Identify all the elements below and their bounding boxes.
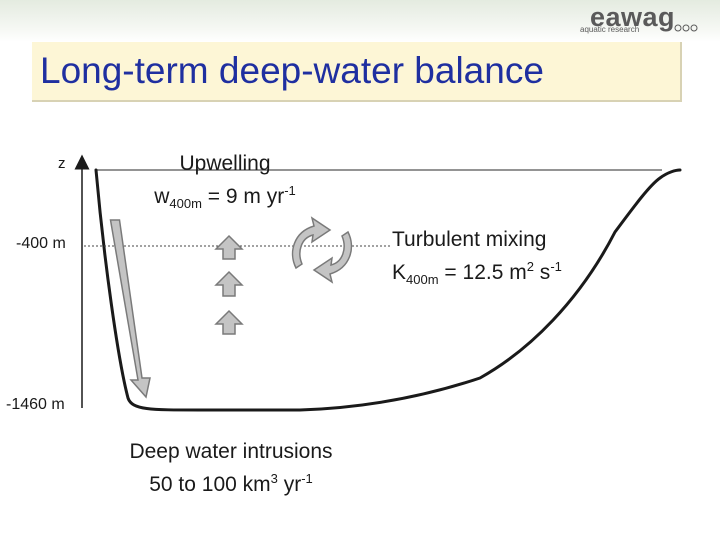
upwelling-value: w400m = 9 m yr-1 [154,183,296,212]
mixing-value: K400m = 12.5 m2 s-1 [392,259,562,288]
mixing-cycle-icon [291,216,353,284]
upwelling-label: Upwelling [179,152,271,175]
intrusions-value: 50 to 100 km3 yr-1 [149,471,313,496]
logo-dots-icon [674,24,698,32]
z-axis-label: z [58,155,66,172]
upwelling-arrow-icon [214,270,244,297]
depth-1460-label: -1460 m [6,396,65,413]
upwelling-arrow-icon [214,234,244,260]
intrusions-label: Deep water intrusions [129,440,333,463]
page-title: Long-term deep-water balance [40,50,544,91]
intrusion-arrow-icon [109,219,151,399]
upwelling-annotation: Upwelling w400m = 9 m yr-1 [132,150,318,217]
logo-tagline: aquatic research [580,25,640,34]
header-band [0,0,720,42]
upwelling-arrow-icon [214,309,244,335]
depth-400-label: -400 m [16,235,66,252]
title-box [32,42,682,102]
mixing-annotation: Turbulent mixing K400m = 12.5 m2 s-1 [392,226,562,293]
lake-basin-outline [94,168,682,412]
intrusions-annotation: Deep water intrusions 50 to 100 km3 yr-1 [96,438,366,498]
eawag-logo: eawag [590,2,676,32]
mixing-label: Turbulent mixing [392,228,547,251]
